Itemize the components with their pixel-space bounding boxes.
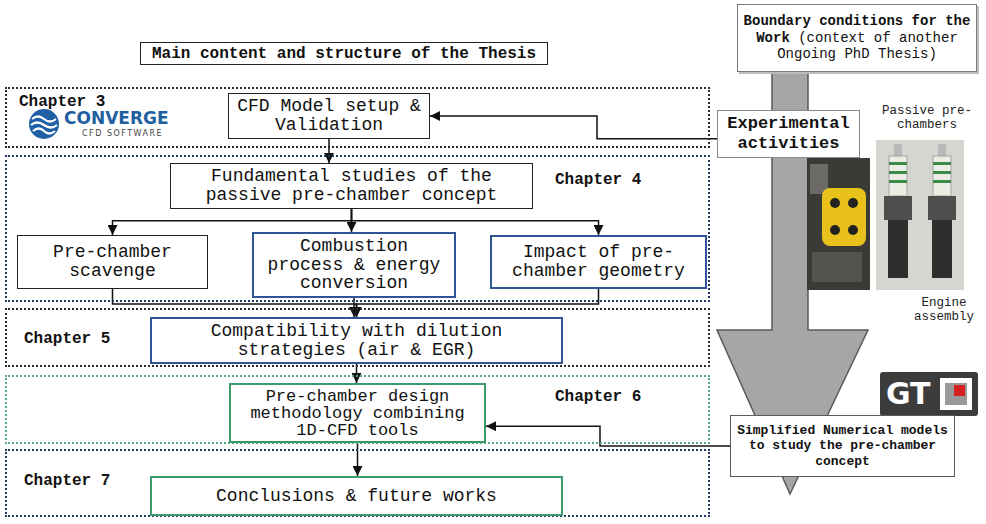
box-text-block: Impact of pre-chamber geometry	[500, 243, 697, 281]
box-text-block: Compatibility with dilution strategies (…	[160, 322, 553, 360]
logo-subtext: CFD SOFTWARE	[82, 129, 163, 138]
gt-logo-square	[945, 383, 967, 405]
chapter-band: Chapter 4 Fundamental studies of the pass…	[5, 155, 710, 302]
logo-text: GT	[886, 376, 931, 412]
gt-logo	[880, 372, 978, 416]
chapter-label: Chapter 5	[24, 330, 110, 348]
process-box: CFD Model setup & Validation	[228, 93, 430, 139]
plug-terminal	[894, 144, 902, 156]
context-box: Simplified Numerical models to study the…	[730, 415, 955, 477]
box-text-block: Pre-chamber scavenge	[26, 243, 199, 281]
engine-photo-ground	[807, 158, 870, 290]
logo-wave	[31, 123, 57, 128]
context-box: Boundary conditions for the Work(context…	[737, 4, 977, 72]
engine-plate	[822, 188, 866, 246]
chapter-label: Chapter 6	[555, 388, 641, 406]
chapter-label: Chapter 4	[555, 171, 641, 189]
chapter-band: Chapter 7 Conclusions & future works	[5, 449, 710, 517]
logo-wave	[33, 129, 55, 134]
plug-band	[889, 171, 907, 174]
box-text-block: Simplified Numerical models to study the…	[735, 423, 950, 470]
plug-insulator	[889, 156, 907, 196]
engine-part	[812, 252, 862, 282]
box-text: (context of another Ongoing PhD Thesis)	[777, 30, 958, 63]
box-text-block: Pre-chamber design methodology combining…	[239, 388, 476, 439]
plug-thread	[932, 220, 952, 278]
box-text: Compatibility with dilution strategies (…	[160, 322, 553, 360]
box-text-block: Experimental activities	[722, 114, 855, 153]
plug-band	[933, 171, 951, 174]
process-box: Combustion process & energy conversion	[252, 232, 456, 298]
photo-caption: Engine assembly	[908, 296, 980, 325]
plug-hex	[884, 196, 912, 220]
photo-caption: Passive pre-chambers	[872, 104, 982, 133]
plate-hole	[830, 198, 840, 208]
plug-band	[933, 180, 951, 183]
title-box: Main content and structure of the Thesis	[140, 42, 548, 65]
plate-hole	[848, 198, 858, 208]
plate-hole	[848, 225, 858, 235]
process-box: Pre-chamber design methodology combining…	[229, 383, 486, 443]
gt-logo-ground	[880, 372, 978, 416]
logo-wave	[32, 117, 56, 122]
plug-band	[933, 162, 951, 165]
plate-hole	[830, 225, 840, 235]
plug-hex	[928, 196, 956, 220]
connector-arrow	[328, 139, 330, 163]
connector-arrow	[357, 443, 359, 476]
box-text: Conclusions & future works	[160, 487, 553, 506]
converge-logo	[29, 109, 59, 139]
plug-insulator	[933, 156, 951, 196]
box-text-block: Combustion process & energy conversion	[262, 237, 446, 294]
connector-arrow	[430, 116, 717, 139]
box-text: Impact of pre-chamber geometry	[500, 243, 697, 281]
process-box: Pre-chamber scavenge	[17, 235, 208, 289]
gt-logo-square	[940, 378, 972, 410]
plug-band	[889, 180, 907, 183]
box-text: CFD Model setup & Validation	[235, 97, 423, 135]
plug-terminal	[938, 144, 946, 156]
process-box: Impact of pre-chamber geometry	[490, 235, 707, 289]
box-text: Simplified Numerical models to study the…	[735, 423, 950, 470]
photo-ground	[876, 140, 964, 290]
logo-circle	[29, 109, 59, 139]
chapter-label: Chapter 7	[24, 472, 110, 490]
box-text: Fundamental studies of the passive pre-c…	[179, 167, 524, 205]
process-box: Compatibility with dilution strategies (…	[150, 317, 563, 364]
gt-logo-square	[954, 385, 965, 396]
box-text-block: Fundamental studies of the passive pre-c…	[179, 167, 524, 205]
engine-part	[810, 164, 828, 194]
logo-text: CONVERGE	[64, 108, 169, 128]
chapter-band: Chapter 5 Compatibility with dilution str…	[5, 308, 710, 367]
box-text-block: CFD Model setup & Validation	[235, 97, 423, 135]
box-text: Experimental activities	[722, 114, 855, 153]
process-box: Fundamental studies of the passive pre-c…	[170, 163, 533, 209]
box-text: Pre-chamber design methodology combining…	[239, 388, 476, 439]
context-box: Experimental activities	[717, 110, 860, 158]
chapter-band: Chapter 6 Pre-chamber design methodology …	[5, 375, 710, 444]
plug-band	[889, 162, 907, 165]
box-text-block: Boundary conditions for the Work(context…	[742, 13, 972, 63]
diagram-title: Main content and structure of the Thesis	[152, 45, 536, 63]
box-text: Pre-chamber scavenge	[26, 243, 199, 281]
box-text: Combustion process & energy conversion	[262, 237, 446, 294]
engine-photo	[807, 158, 870, 290]
pre-chamber-photo	[876, 140, 964, 290]
process-box: Conclusions & future works	[150, 476, 563, 516]
plug-thread	[888, 220, 908, 278]
box-text-block: Conclusions & future works	[160, 487, 553, 506]
